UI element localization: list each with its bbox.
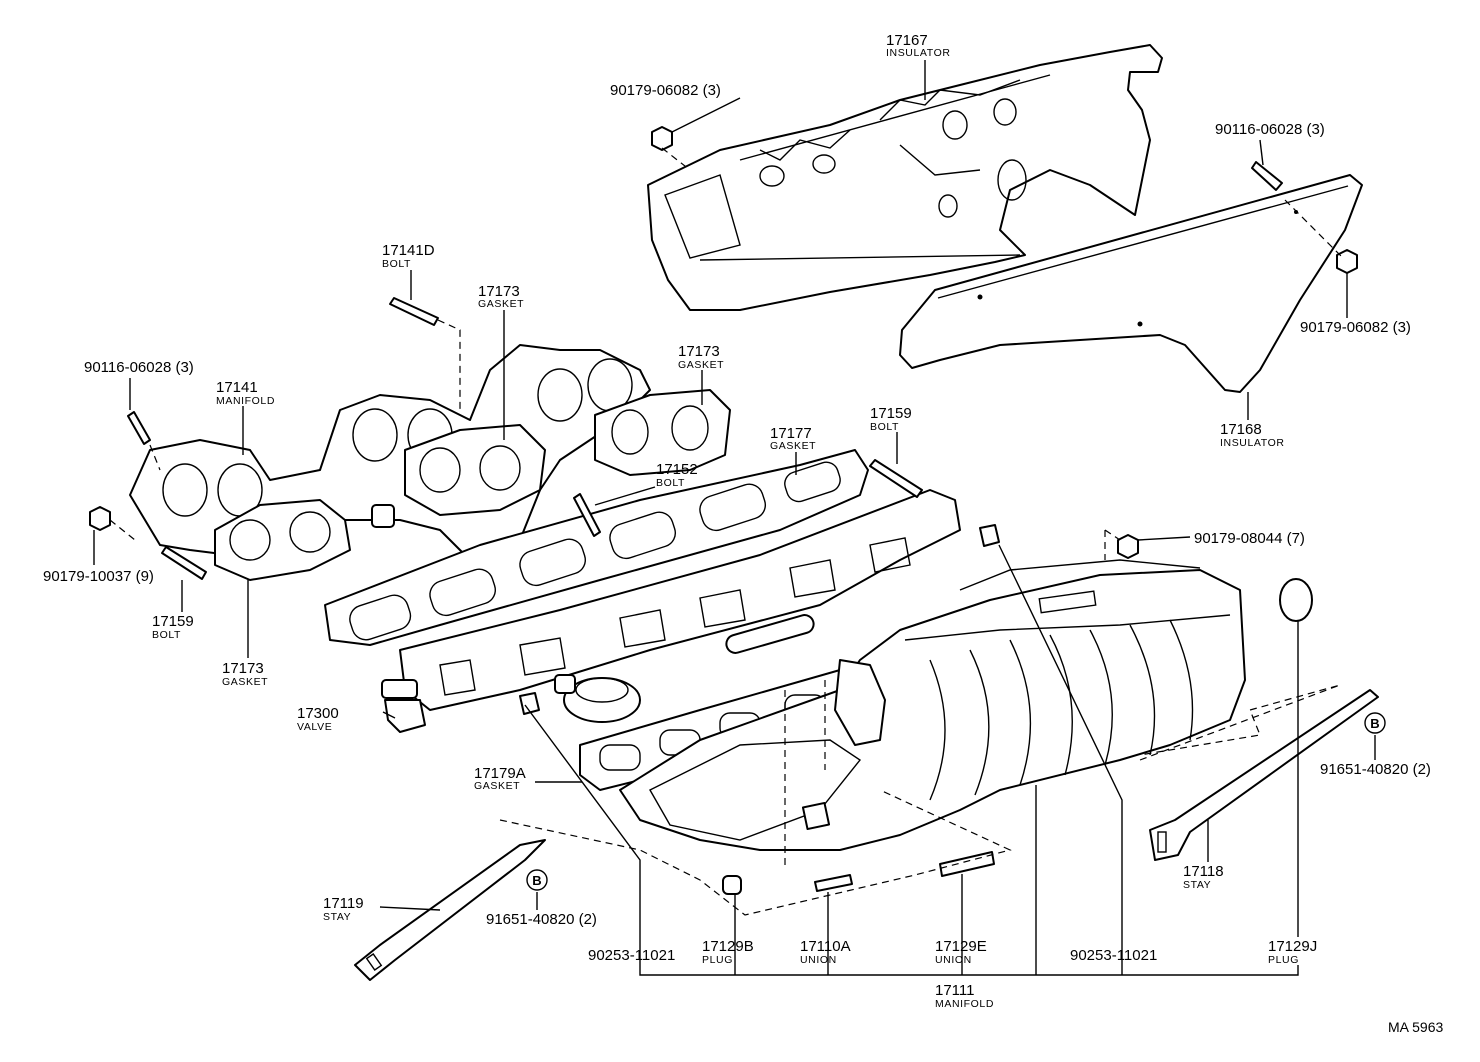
label-17118-name: STAY [1183,879,1211,891]
label-17129E-num: 17129E [935,938,987,955]
circle-b-marker-right: B [1370,716,1379,731]
label-17152-num: 17152 [656,461,698,478]
label-17110A-num: 17110A [800,938,851,955]
label-17173-mid-name: GASKET [478,298,524,310]
label-17159-top-name: BOLT [870,421,899,433]
label-17129B-num: 17129B [702,938,754,955]
label-91651-40820-left-num: 91651-40820 (2) [486,911,597,928]
label-17159-top-num: 17159 [870,405,912,422]
circle-b-marker-left: B [532,873,541,888]
reference-code: MA 5963 [1388,1019,1443,1035]
callout-labels: 17167 INSULATOR 90179-06082 (3) 90116-06… [43,32,1443,1035]
insulator-17168-drawing [899,174,1363,393]
label-17167-num: 17167 [886,32,928,49]
intake-runner-drawing [399,489,961,711]
label-17159-left-num: 17159 [152,613,194,630]
label-17152-name: BOLT [656,477,685,489]
label-17173-left-name: GASKET [222,676,268,688]
label-17159-left-name: BOLT [152,629,181,641]
label-17168-name: INSULATOR [1220,437,1285,449]
label-90116-06028-right-num: 90116-06028 (3) [1215,121,1325,138]
stay-drawings [354,689,1379,981]
label-17129B-name: PLUG [702,954,733,966]
label-17111-num: 17111 [935,982,975,999]
label-17167-name: INSULATOR [886,47,951,59]
label-17129J-num: 17129J [1268,938,1317,955]
label-17141D-name: BOLT [382,258,411,270]
label-17129E-name: UNION [935,954,972,966]
circle-b-markers: B B [526,712,1386,891]
leader-lines [93,60,1376,976]
label-17177-num: 17177 [770,425,812,442]
label-90253-11021-right-num: 90253-11021 [1070,947,1157,964]
label-17141D-num: 17141D [382,242,435,259]
label-17141-name: MANIFOLD [216,395,275,407]
label-90253-11021-left-num: 90253-11021 [588,947,675,964]
label-17173-right-num: 17173 [678,343,720,360]
fastener-drawings [89,126,1358,895]
label-17173-right-name: GASKET [678,359,724,371]
label-17129J-name: PLUG [1268,954,1299,966]
label-90179-06082-right-num: 90179-06082 (3) [1300,319,1411,336]
label-90116-06028-left-num: 90116-06028 (3) [84,359,194,376]
label-17141-num: 17141 [216,379,258,396]
label-17119-name: STAY [323,911,351,923]
label-90179-08044-num: 90179-08044 (7) [1194,530,1305,547]
insulator-17167-drawing [647,44,1163,311]
label-90179-06082-top-num: 90179-06082 (3) [610,82,721,99]
label-17177-name: GASKET [770,440,816,452]
label-17119-num: 17119 [323,895,364,912]
label-17111-name: MANIFOLD [935,998,994,1010]
label-91651-40820-right-num: 91651-40820 (2) [1320,761,1431,778]
label-17179A-name: GASKET [474,780,520,792]
label-17173-left-num: 17173 [222,660,264,677]
label-17110A-name: UNION [800,954,837,966]
gasket-17177-drawing [324,449,869,646]
label-17179A-num: 17179A [474,765,526,782]
label-17168-num: 17168 [1220,421,1262,438]
label-17118-num: 17118 [1183,863,1224,880]
label-17300-name: VALVE [297,721,332,733]
label-90179-10037-num: 90179-10037 (9) [43,568,154,585]
gasket-17173-drawings [214,389,731,581]
label-17173-mid-num: 17173 [478,283,520,300]
label-17300-num: 17300 [297,705,339,722]
intake-manifold-17111-drawing [619,559,1246,851]
valve-17300-drawing [381,674,641,733]
